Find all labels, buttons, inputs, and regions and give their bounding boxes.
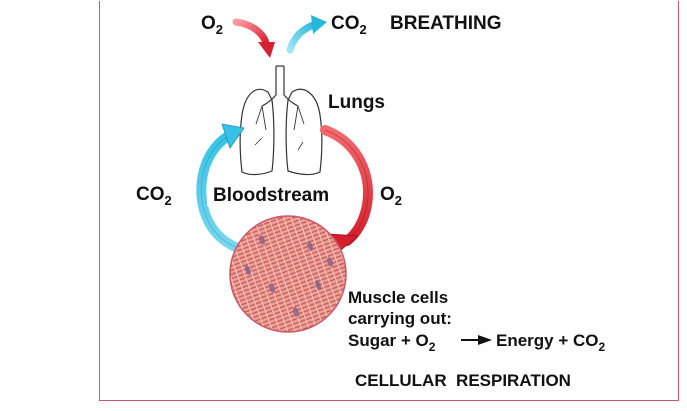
breathing-label: BREATHING bbox=[390, 13, 502, 34]
bloodstream-label: Bloodstream bbox=[213, 185, 329, 206]
cellular-respiration-label: CELLULAR RESPIRATION bbox=[355, 371, 571, 390]
co2-exhale-arrow bbox=[286, 15, 327, 54]
lungs-label: Lungs bbox=[328, 92, 385, 113]
lungs-illustration bbox=[239, 65, 323, 176]
muscle-cells-label: Muscle cells bbox=[348, 288, 448, 307]
reaction-arrow bbox=[461, 335, 492, 345]
co2-exhale-label: CO2 bbox=[331, 13, 367, 37]
oxygen-inhale-arrow bbox=[232, 18, 275, 58]
muscle-cells-illustration bbox=[229, 215, 347, 333]
co2-blood-label: CO2 bbox=[136, 184, 172, 208]
o2-blood-label: O2 bbox=[380, 184, 402, 208]
bloodstream-label-background bbox=[207, 180, 357, 206]
equation-reactants: Sugar + O2 bbox=[348, 331, 436, 354]
equation-products: Energy + CO2 bbox=[496, 331, 606, 354]
co2-bloodstream-arrow bbox=[196, 123, 248, 255]
o2-inhale-label: O2 bbox=[201, 13, 223, 37]
diagram-frame bbox=[99, 1, 679, 401]
carrying-out-label: carrying out: bbox=[348, 309, 452, 328]
